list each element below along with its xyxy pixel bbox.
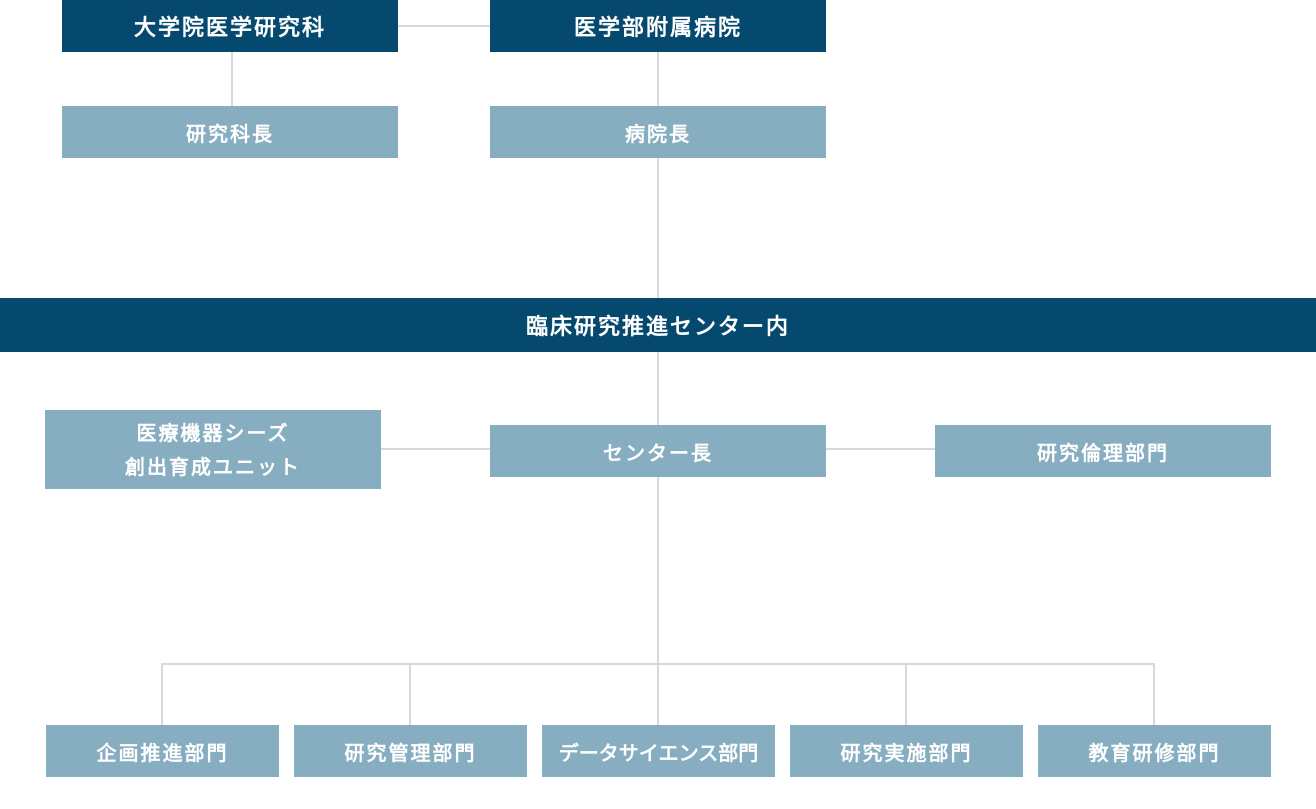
connector-school-dean: [231, 52, 233, 106]
connector-dept-4: [905, 663, 907, 725]
connector-chief-departments: [657, 477, 659, 664]
center-director-box: センター長: [490, 425, 826, 477]
connector-chief-ethics: [826, 448, 935, 450]
connector-dept-5: [1153, 663, 1155, 725]
seeds-unit-line2: 創出育成ユニット: [125, 454, 301, 479]
dean-box: 研究科長: [62, 106, 398, 158]
connector-director-center: [657, 158, 659, 298]
connector-seeds-chief: [381, 448, 490, 450]
connector-dept-2: [409, 663, 411, 725]
graduate-school-box: 大学院医学研究科: [62, 0, 398, 52]
dept-research-implementation-box: 研究実施部門: [790, 725, 1023, 777]
ethics-dept-box: 研究倫理部門: [935, 425, 1271, 477]
center-banner: 臨床研究推進センター内: [0, 298, 1316, 352]
dept-research-management-box: 研究管理部門: [294, 725, 527, 777]
connector-center-chief: [657, 352, 659, 425]
dept-data-science-box: データサイエンス部門: [542, 725, 775, 777]
dept-education-box: 教育研修部門: [1038, 725, 1271, 777]
seeds-unit-line1: 医療機器シーズ: [136, 420, 290, 445]
seeds-unit-box: 医療機器シーズ 創出育成ユニット: [45, 410, 381, 489]
connector-dept-1: [161, 663, 163, 725]
connector-dept-3: [657, 663, 659, 725]
connector-school-hospital: [398, 25, 490, 27]
hospital-director-box: 病院長: [490, 106, 826, 158]
connector-hospital-director: [657, 52, 659, 106]
hospital-box: 医学部附属病院: [490, 0, 826, 52]
dept-planning-box: 企画推進部門: [46, 725, 279, 777]
